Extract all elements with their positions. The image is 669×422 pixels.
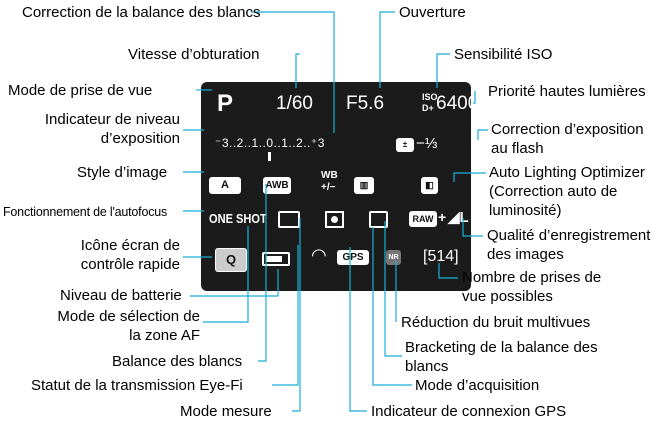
label-indicateur-niveau: Indicateur de niveau d’exposition	[20, 110, 180, 148]
label-alo: Auto Lighting Optimizer (Correction auto…	[489, 163, 645, 220]
label-bracketing: Bracketing de la balance des blancs	[405, 338, 598, 376]
label-gps-connexion: Indicateur de connexion GPS	[371, 403, 567, 420]
label-bracketing-line2: blancs	[405, 358, 449, 375]
label-mode-selection-line2: la zone AF	[129, 327, 200, 344]
label-mode-selection-line1: Mode de sélection de	[57, 308, 200, 325]
label-vitesse-obturation: Vitesse d’obturation	[128, 46, 260, 63]
picture-style-icon: A	[209, 177, 241, 194]
af-area-icon	[278, 211, 300, 228]
quick-control-icon[interactable]: Q	[215, 248, 247, 272]
wb-correction-top: WB	[321, 170, 338, 181]
label-icone-ecran-line1: Icône écran de	[80, 237, 180, 254]
white-balance-icon: AWB	[263, 177, 291, 194]
label-style-image: Style d’image	[77, 164, 168, 181]
label-indicateur-niveau-line1: Indicateur de niveau	[44, 111, 180, 128]
gps-icon: GPS	[337, 250, 369, 265]
battery-icon	[262, 252, 290, 266]
label-alo-line1: Auto Lighting Optimizer	[489, 164, 645, 181]
label-correction-exposition: Correction d’exposition au flash	[491, 120, 644, 158]
label-alo-line2: (Correction auto de	[489, 183, 618, 200]
wb-bracketing-icon: ▥	[354, 177, 374, 194]
label-nombre-prises: Nombre de prises de vue possibles	[462, 268, 601, 306]
label-niveau-batterie: Niveau de batterie	[60, 287, 182, 304]
label-sensibilite-iso: Sensibilité ISO	[454, 46, 553, 63]
label-fonctionnement-af: Fonctionnement de l'autofocus	[3, 205, 168, 219]
eye-fi-icon: ◠	[311, 245, 327, 265]
af-operation: ONE SHOT	[209, 211, 267, 226]
label-mode-selection: Mode de sélection de la zone AF	[20, 307, 200, 345]
multi-shot-nr-icon: NR	[386, 250, 401, 265]
label-priorite-hautes-lumieres: Priorité hautes lumières	[488, 83, 646, 100]
shooting-mode: P	[217, 90, 234, 117]
image-quality-plus: +	[438, 209, 447, 225]
drive-mode-icon	[369, 211, 388, 228]
exposure-level-scale: ⁻3..2..1..0..1..2..⁺3	[215, 136, 325, 150]
label-alo-line3: luminosité)	[489, 202, 562, 219]
label-correction-exposition-line2: au flash	[491, 140, 544, 157]
label-qualite: Qualité d’enregistrement des images	[487, 226, 650, 264]
shots-remaining: [514]	[423, 248, 459, 265]
auto-lighting-optimizer-icon: ◧	[421, 177, 438, 194]
label-qualite-line1: Qualité d’enregistrement	[487, 227, 651, 244]
label-icone-ecran-line2: contrôle rapide	[80, 256, 180, 273]
highlight-tone-priority-icon: D+	[422, 103, 434, 113]
label-ouverture: Ouverture	[399, 4, 466, 21]
label-nombre-prises-line1: Nombre de prises de	[462, 269, 602, 286]
label-nombre-prises-line2: vue possibles	[462, 288, 553, 305]
lcd-screen: P 1/60 F5.6 ISO D+ 6400 ⁻3..2..1..0..1..…	[201, 82, 478, 291]
label-correction-balance-blancs: Correction de la balance des blancs	[22, 4, 261, 21]
iso-value: 6400	[436, 93, 479, 114]
label-reduction-bruit: Réduction du bruit multivues	[401, 314, 591, 331]
label-balance-blancs: Balance des blancs	[112, 353, 243, 370]
label-mode-prise-vue: Mode de prise de vue	[8, 82, 153, 99]
exposure-level-marker	[268, 152, 271, 161]
flash-exposure-icon: ±	[396, 138, 414, 152]
label-indicateur-niveau-line2: d’exposition	[100, 130, 180, 147]
image-quality-icon: ◢L	[448, 209, 469, 226]
label-mode-acquisition: Mode d’acquisition	[415, 377, 540, 394]
raw-icon: RAW	[409, 211, 437, 227]
label-correction-exposition-line1: Correction d’exposition	[491, 121, 644, 138]
flash-exposure-value: −⅓	[416, 135, 438, 152]
metering-mode-icon	[325, 211, 344, 228]
iso-icon: ISO	[422, 92, 438, 102]
label-qualite-line2: des images	[487, 246, 564, 263]
label-mode-mesure: Mode mesure	[180, 403, 272, 420]
label-bracketing-line1: Bracketing de la balance des	[405, 339, 598, 356]
aperture-value: F5.6	[346, 93, 385, 114]
label-eyefi: Statut de la transmission Eye-Fi	[31, 377, 243, 394]
shutter-speed: 1/60	[276, 93, 313, 114]
wb-correction-bottom: +/−	[321, 182, 336, 193]
label-icone-ecran: Icône écran de contrôle rapide	[20, 236, 180, 274]
